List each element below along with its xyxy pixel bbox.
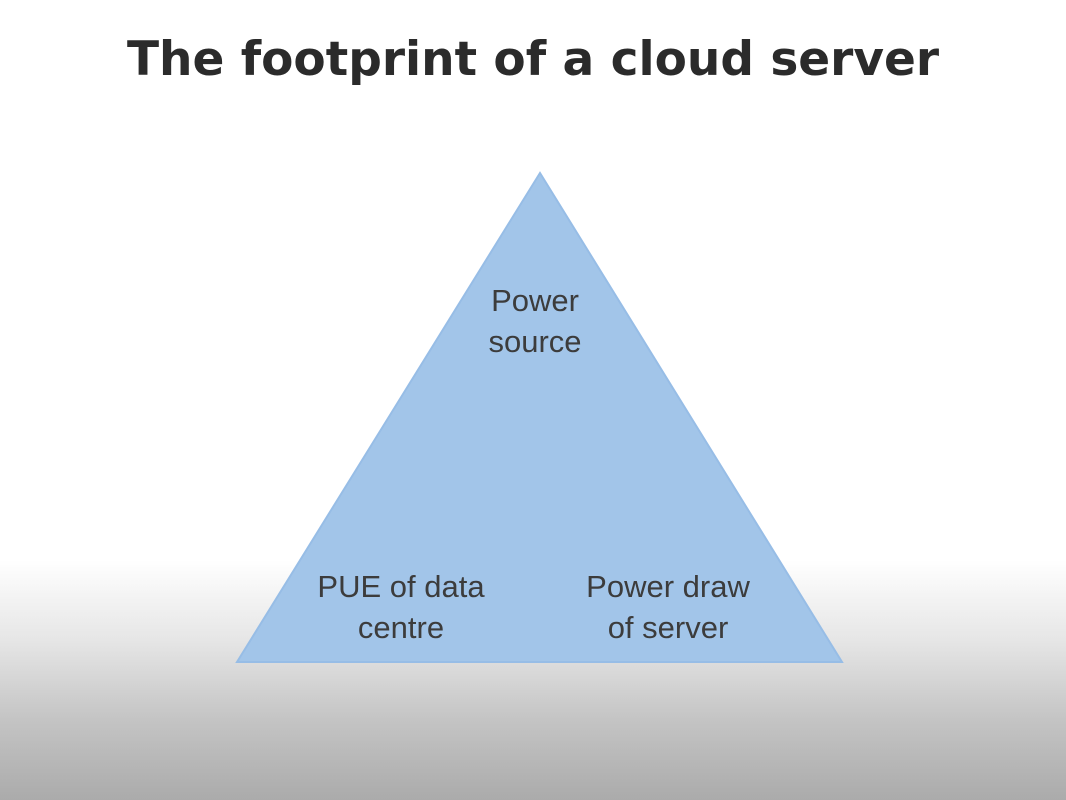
slide-title: The footprint of a cloud server bbox=[126, 32, 940, 87]
node-pue: PUE of data centre bbox=[281, 566, 521, 648]
node-pue-line-1: PUE of data bbox=[317, 569, 485, 604]
node-power-source-line-1: Power bbox=[491, 283, 579, 318]
node-power-draw: Power draw of server bbox=[548, 566, 788, 648]
node-power-source: Power source bbox=[415, 280, 655, 362]
pyramid-triangle bbox=[235, 171, 844, 663]
node-power-source-line-2: source bbox=[488, 324, 582, 359]
node-power-draw-line-1: Power draw bbox=[586, 569, 750, 604]
node-pue-line-2: centre bbox=[357, 610, 445, 645]
node-power-draw-line-2: of server bbox=[607, 610, 729, 645]
